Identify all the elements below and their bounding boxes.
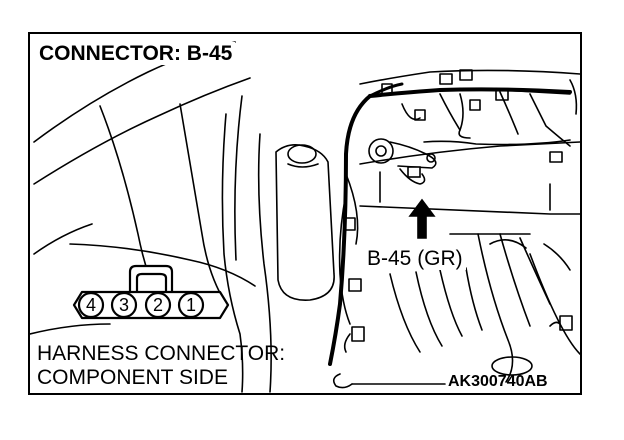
b45-connector-mark <box>407 166 421 178</box>
connector-pin-4: 4 <box>85 295 96 315</box>
harness-connector-c <box>351 326 365 342</box>
connector-pin-1: 1 <box>185 295 196 315</box>
sensor-ring <box>368 138 394 164</box>
harness-connector-face <box>72 264 230 320</box>
connector-callout-label: B-45 (GR) <box>364 247 466 270</box>
connector-pin-3: 3 <box>118 295 129 315</box>
harness-connector-a <box>344 217 356 231</box>
reservoir-bottle <box>275 144 335 301</box>
connector-pin-2: 2 <box>152 295 163 315</box>
harness-connector-b <box>348 278 362 292</box>
pointer-arrow <box>408 198 436 239</box>
diagram-frame: CONNECTOR: B-45 B-45 (GR) HARNESS CONNEC… <box>28 32 582 395</box>
figure-code: AK300740AB <box>448 373 548 390</box>
caption-line-1: HARNESS CONNECTOR: <box>37 342 286 365</box>
caption-line-2: COMPONENT SIDE <box>37 366 228 389</box>
diagram-title: CONNECTOR: B-45 <box>38 42 236 65</box>
engine-bay-illustration <box>30 41 580 393</box>
